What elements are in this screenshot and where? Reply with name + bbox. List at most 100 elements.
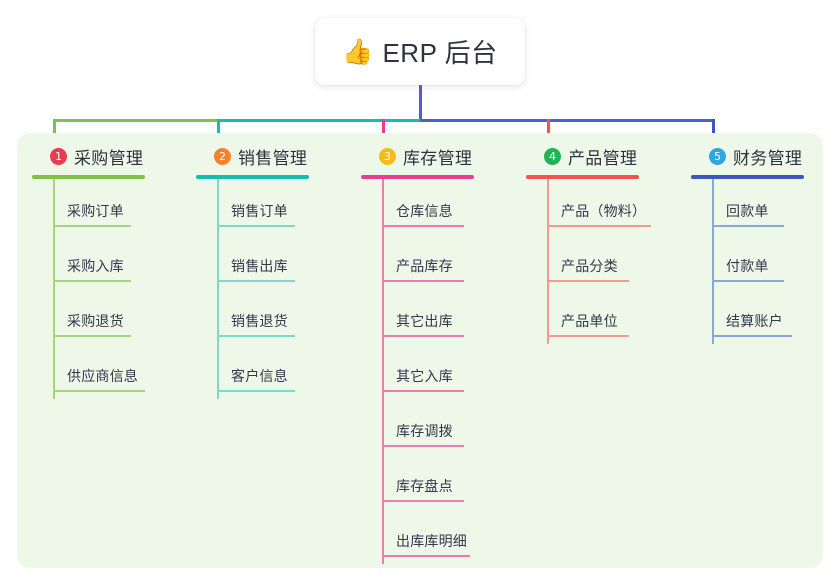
column-items-4: 产品（物料） 产品分类产品单位 (526, 179, 651, 344)
list-item-label: 库存调拨 (396, 423, 453, 439)
list-item[interactable]: 产品（物料） (526, 179, 651, 234)
list-item-label: 其它出库 (396, 313, 453, 329)
list-item-label: 回款单 (726, 203, 769, 219)
list-item[interactable]: 仓库信息 (361, 179, 474, 234)
list-item[interactable]: 结算账户 (691, 289, 804, 344)
column-title-3: 库存管理 (403, 148, 473, 168)
list-item-label: 付款单 (726, 258, 769, 274)
list-item-label: 产品（物料） (561, 203, 647, 219)
list-item[interactable]: 采购订单 (32, 179, 145, 234)
column-items-2: 销售订单销售出库销售退货客户信息 (196, 179, 309, 399)
list-item-rule (712, 280, 784, 282)
bar-segment-2 (217, 119, 423, 122)
list-item-rule (217, 335, 295, 337)
list-item-label: 出库库明细 (396, 533, 467, 549)
column-badge-3: 3 (379, 147, 396, 165)
list-item[interactable]: 付款单 (691, 234, 804, 289)
column-badge-1: 1 (50, 147, 67, 165)
list-item-label: 结算账户 (726, 313, 783, 329)
list-item-rule (382, 445, 464, 447)
column-items-1: 采购订单采购入库采购退货供应商信息 (32, 179, 145, 399)
list-item[interactable]: 采购入库 (32, 234, 145, 289)
list-item-rule (382, 335, 464, 337)
column-spine-5 (712, 179, 714, 344)
column-badge-5: 5 (709, 147, 726, 165)
column-items-5: 回款单付款单结算账户 (691, 179, 804, 344)
list-item-label: 采购入库 (67, 258, 124, 274)
column-items-3: 仓库信息产品库存其它出库其它入库库存调拨库存盘点出库库明细 (361, 179, 474, 564)
column-spine-1 (53, 179, 55, 399)
list-item[interactable]: 销售退货 (196, 289, 309, 344)
list-item[interactable]: 产品单位 (526, 289, 639, 344)
column-spine-3 (382, 179, 384, 564)
list-item-rule (53, 280, 131, 282)
list-item-label: 仓库信息 (396, 203, 453, 219)
column-title-4: 产品管理 (568, 148, 638, 168)
column-header-4[interactable]: 4 产品管理 (526, 143, 639, 169)
root-node[interactable]: 👍 ERP 后台 (315, 18, 525, 85)
list-item[interactable]: 销售订单 (196, 179, 309, 234)
list-item-label: 其它入库 (396, 368, 453, 384)
column-header-rule-5 (691, 175, 804, 179)
column-3: 3 库存管理仓库信息产品库存其它出库其它入库库存调拨库存盘点出库库明细 (361, 143, 474, 564)
list-item[interactable]: 采购退货 (32, 289, 145, 344)
bar-segment-3 (420, 119, 715, 122)
column-header-rule-4 (526, 175, 639, 179)
list-item-rule (217, 280, 295, 282)
column-title-1: 采购管理 (74, 148, 144, 168)
list-item[interactable]: 库存调拨 (361, 399, 474, 454)
thumbs-up-icon: 👍 (342, 38, 374, 66)
list-item-rule (712, 335, 792, 337)
list-item-rule (712, 225, 784, 227)
column-header-3[interactable]: 3 库存管理 (361, 143, 474, 169)
list-item[interactable]: 其它出库 (361, 289, 474, 344)
list-item-rule (547, 335, 629, 337)
list-item[interactable]: 产品库存 (361, 234, 474, 289)
column-header-5[interactable]: 5 财务管理 (691, 143, 804, 169)
list-item-label: 采购订单 (67, 203, 124, 219)
list-item-label: 销售订单 (231, 203, 288, 219)
list-item[interactable]: 供应商信息 (32, 344, 145, 399)
list-item-rule (382, 555, 470, 557)
list-item-rule (547, 280, 629, 282)
list-item[interactable]: 回款单 (691, 179, 804, 234)
list-item-label: 采购退货 (67, 313, 124, 329)
column-header-rule-2 (196, 175, 309, 179)
list-item[interactable]: 产品分类 (526, 234, 639, 289)
list-item-rule (53, 225, 131, 227)
list-item-label: 供应商信息 (67, 368, 138, 384)
column-title-5: 财务管理 (733, 148, 803, 168)
list-item-rule (382, 390, 464, 392)
list-item-rule (217, 390, 295, 392)
list-item-label: 库存盘点 (396, 478, 453, 494)
list-item[interactable]: 库存盘点 (361, 454, 474, 509)
list-item-label: 产品分类 (561, 258, 618, 274)
column-header-rule-1 (32, 175, 145, 179)
list-item-rule (217, 225, 295, 227)
bar-segment-1 (53, 119, 220, 122)
root-stem-line (419, 85, 422, 122)
column-badge-4: 4 (544, 147, 561, 165)
list-item-rule (53, 335, 131, 337)
list-item-label: 销售出库 (231, 258, 288, 274)
list-item[interactable]: 销售出库 (196, 234, 309, 289)
list-item-rule (382, 280, 464, 282)
column-header-rule-3 (361, 175, 474, 179)
list-item-rule (547, 225, 651, 227)
list-item[interactable]: 其它入库 (361, 344, 474, 399)
column-spine-2 (217, 179, 219, 399)
list-item[interactable]: 出库库明细 (361, 509, 474, 564)
column-header-1[interactable]: 1 采购管理 (32, 143, 145, 169)
list-item-label: 产品库存 (396, 258, 453, 274)
column-5: 5 财务管理回款单付款单结算账户 (691, 143, 804, 344)
list-item-rule (382, 225, 464, 227)
column-4: 4 产品管理产品（物料） 产品分类产品单位 (526, 143, 651, 344)
list-item[interactable]: 客户信息 (196, 344, 309, 399)
column-1: 1 采购管理采购订单采购入库采购退货供应商信息 (32, 143, 145, 399)
diagram-panel (17, 133, 823, 568)
list-item-label: 产品单位 (561, 313, 618, 329)
list-item-label: 销售退货 (231, 313, 288, 329)
root-node-title: ERP 后台 (382, 38, 498, 68)
